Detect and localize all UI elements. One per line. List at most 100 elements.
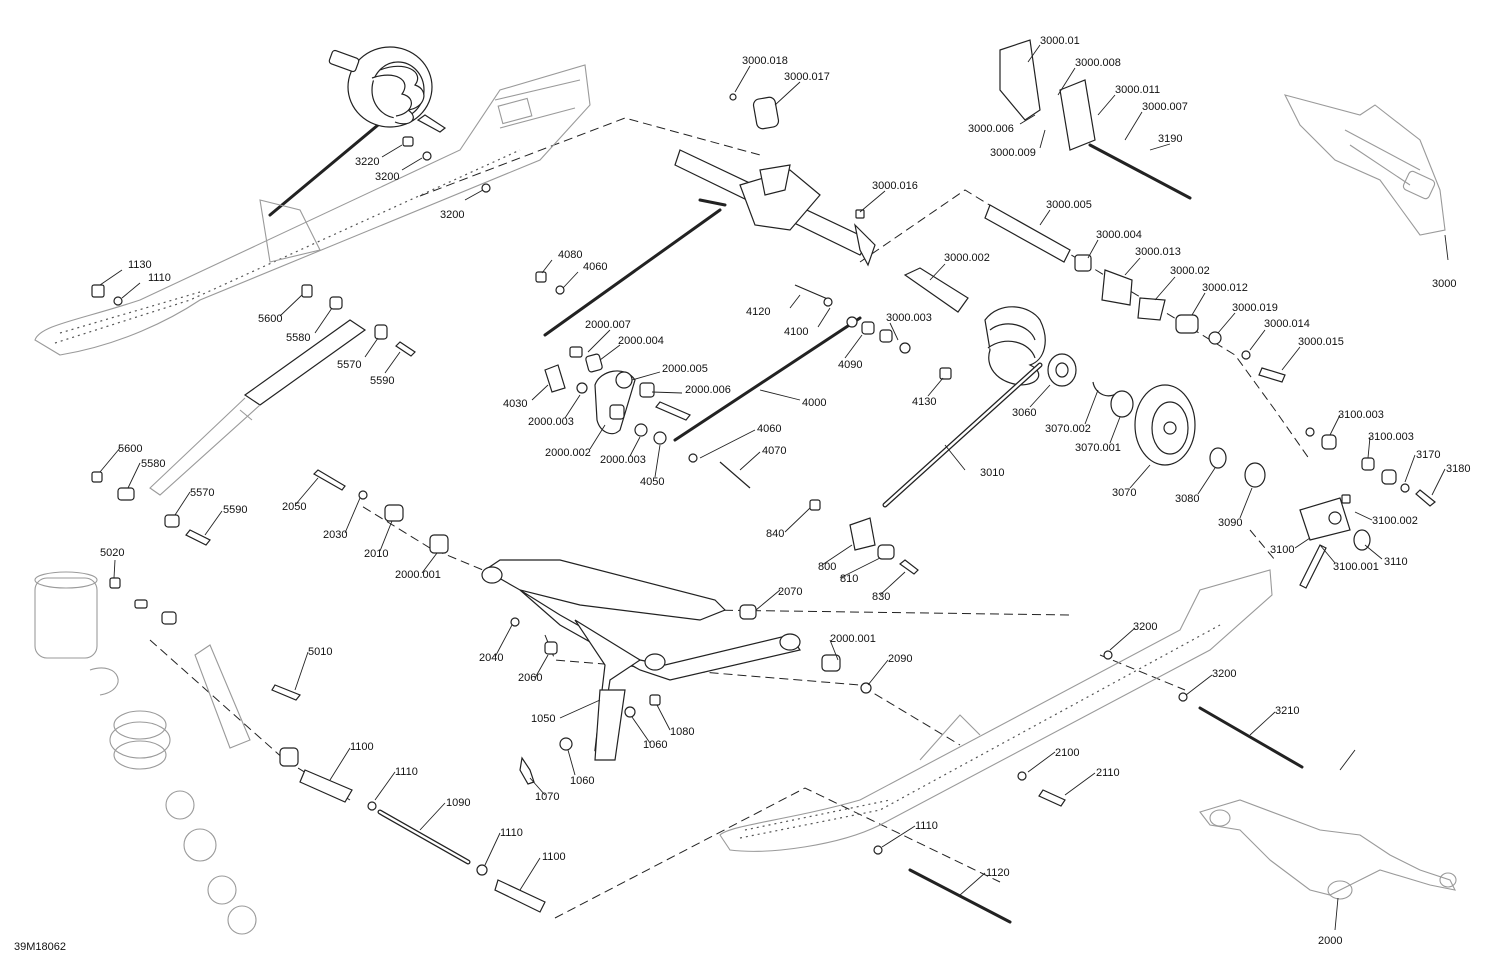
a-arm-2000 bbox=[1199, 799, 1457, 900]
callout-1070: 1070 bbox=[535, 791, 559, 803]
callout-3000-017: 3000.017 bbox=[784, 71, 830, 83]
callout-3070-001: 3070.001 bbox=[1075, 442, 1121, 454]
callout-3200-a: 3200 bbox=[375, 171, 399, 183]
callout-4080: 4080 bbox=[558, 249, 582, 261]
right-rail bbox=[719, 569, 1304, 924]
callout-840: 840 bbox=[766, 528, 784, 540]
callout-3000-003: 3000.003 bbox=[886, 312, 932, 324]
left-fasteners bbox=[402, 136, 491, 193]
callout-3070: 3070 bbox=[1112, 487, 1136, 499]
callout-4070: 4070 bbox=[762, 445, 786, 457]
callout-3000-004: 3000.004 bbox=[1096, 229, 1142, 241]
left-spring-wheel bbox=[328, 46, 447, 133]
callout-2000: 2000 bbox=[1318, 935, 1342, 947]
callout-3060: 3060 bbox=[1012, 407, 1036, 419]
callout-2000-003-a: 2000.003 bbox=[528, 416, 574, 428]
lower-tubes bbox=[279, 747, 546, 913]
callout-1110-b: 1110 bbox=[395, 766, 418, 778]
callout-4120: 4120 bbox=[746, 306, 770, 318]
callout-5600-b: 5600 bbox=[118, 443, 142, 455]
callout-3190: 3190 bbox=[1158, 133, 1182, 145]
callout-3100: 3100 bbox=[1270, 544, 1294, 556]
callout-2060: 2060 bbox=[518, 672, 542, 684]
callout-3000-01: 3000.01 bbox=[1040, 35, 1080, 47]
callout-5020: 5020 bbox=[100, 547, 124, 559]
callout-4060-a: 4060 bbox=[583, 261, 607, 273]
callout-5590-a: 5590 bbox=[370, 375, 394, 387]
callout-3000-015: 3000.015 bbox=[1298, 336, 1344, 348]
shock-absorber-upper bbox=[91, 284, 416, 546]
callout-3200-b: 3200 bbox=[440, 209, 464, 221]
callout-3070-002: 3070.002 bbox=[1045, 423, 1091, 435]
callout-5600-a: 5600 bbox=[258, 313, 282, 325]
callout-5580-b: 5580 bbox=[141, 458, 165, 470]
callout-2100: 2100 bbox=[1055, 747, 1079, 759]
callout-3200-c: 3200 bbox=[1133, 621, 1157, 633]
callout-1100-b: 1100 bbox=[542, 851, 566, 863]
callout-800: 800 bbox=[818, 561, 836, 573]
callout-3100-003-b: 3100.003 bbox=[1368, 431, 1414, 443]
callout-leaders bbox=[99, 44, 1449, 931]
callout-1110-a: 1110 bbox=[148, 272, 171, 284]
shaft-assembly-3000 bbox=[1283, 94, 1446, 236]
callout-4000: 4000 bbox=[802, 397, 826, 409]
figure-code: 39M18062 bbox=[14, 941, 66, 953]
callout-3000-008: 3000.008 bbox=[1075, 57, 1121, 69]
left-rail bbox=[34, 64, 591, 356]
callout-4030: 4030 bbox=[503, 398, 527, 410]
callout-1120: 1120 bbox=[986, 867, 1010, 879]
callout-3000-005: 3000.005 bbox=[1046, 199, 1092, 211]
callout-5570-a: 5570 bbox=[337, 359, 361, 371]
callout-3090: 3090 bbox=[1218, 517, 1242, 529]
callout-2030: 2030 bbox=[323, 529, 347, 541]
callout-2000-001-a: 2000.001 bbox=[395, 569, 441, 581]
callout-2000-001-b: 2000.001 bbox=[830, 633, 876, 645]
callout-5580-a: 5580 bbox=[286, 332, 310, 344]
center-shaft-assembly bbox=[535, 93, 876, 337]
callout-1090: 1090 bbox=[446, 797, 470, 809]
callout-2090: 2090 bbox=[888, 653, 912, 665]
callout-2070: 2070 bbox=[778, 586, 802, 598]
callout-3000-014: 3000.014 bbox=[1264, 318, 1310, 330]
callout-1110-d: 1110 bbox=[915, 820, 938, 832]
callout-3170: 3170 bbox=[1416, 449, 1440, 461]
callout-1060-a: 1060 bbox=[643, 739, 667, 751]
callout-3000-012: 3000.012 bbox=[1202, 282, 1248, 294]
callout-3100-001: 3100.001 bbox=[1333, 561, 1379, 573]
callout-1080: 1080 bbox=[670, 726, 694, 738]
callout-2010: 2010 bbox=[364, 548, 388, 560]
callout-4050: 4050 bbox=[640, 476, 664, 488]
callout-3000: 3000 bbox=[1432, 278, 1456, 290]
callout-2000-002: 2000.002 bbox=[545, 447, 591, 459]
callout-3100-002: 3100.002 bbox=[1372, 515, 1418, 527]
callout-2000-005: 2000.005 bbox=[662, 363, 708, 375]
callout-2000-003-b: 2000.003 bbox=[600, 454, 646, 466]
callout-3000-013: 3000.013 bbox=[1135, 246, 1181, 258]
lower-left-shock bbox=[34, 571, 301, 935]
callout-2000-006: 2000.006 bbox=[685, 384, 731, 396]
callout-3000-006: 3000.006 bbox=[968, 123, 1014, 135]
callout-1060-b: 1060 bbox=[570, 775, 594, 787]
callout-1100-a: 1100 bbox=[350, 741, 374, 753]
callout-1110-c: 1110 bbox=[500, 827, 523, 839]
main-a-arm bbox=[481, 559, 801, 761]
callout-2000-004: 2000.004 bbox=[618, 335, 664, 347]
callout-3200-d: 3200 bbox=[1212, 668, 1236, 680]
callout-3220: 3220 bbox=[355, 156, 379, 168]
callout-1130: 1130 bbox=[128, 259, 152, 271]
callout-830: 830 bbox=[872, 591, 890, 603]
callout-1050: 1050 bbox=[531, 713, 555, 725]
callout-2050: 2050 bbox=[282, 501, 306, 513]
callout-2110: 2110 bbox=[1096, 767, 1120, 779]
callout-3000-019: 3000.019 bbox=[1232, 302, 1278, 314]
callout-3000-009: 3000.009 bbox=[990, 147, 1036, 159]
callout-3110: 3110 bbox=[1384, 556, 1408, 568]
callout-5010: 5010 bbox=[308, 646, 332, 658]
center-fasteners bbox=[313, 469, 919, 785]
callout-3210: 3210 bbox=[1275, 705, 1299, 717]
callout-3100-003-a: 3100.003 bbox=[1338, 409, 1384, 421]
callout-5590-b: 5590 bbox=[223, 504, 247, 516]
upper-right-parts bbox=[984, 39, 1286, 383]
callout-3000-007: 3000.007 bbox=[1142, 101, 1188, 113]
